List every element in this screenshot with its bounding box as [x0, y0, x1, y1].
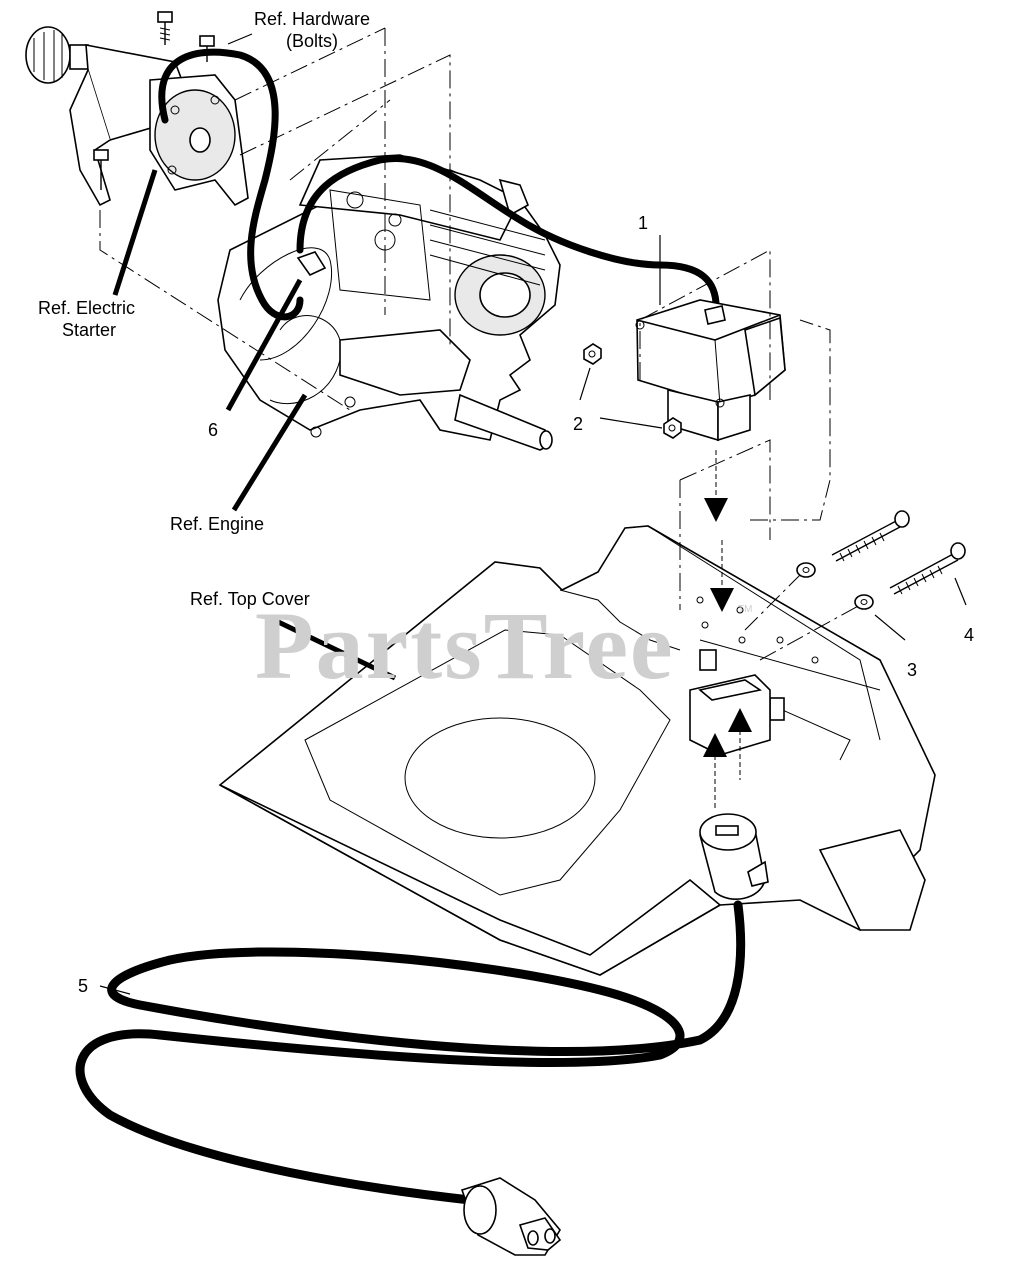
assembly-arrows — [703, 450, 752, 810]
label-ref-electric-1: Ref. Electric — [38, 298, 135, 318]
label-ref-hardware-1: Ref. Hardware — [254, 9, 370, 29]
nut-upper — [583, 343, 602, 365]
switch-box — [635, 299, 786, 442]
wire-clip — [296, 251, 327, 277]
screw-upper — [831, 510, 910, 562]
alignment-lines — [99, 27, 861, 661]
label-ref-electric-2: Starter — [62, 320, 116, 340]
starter-wire — [158, 48, 304, 321]
callout-4: 4 — [964, 625, 974, 645]
power-cord — [75, 813, 769, 1256]
label-ref-engine: Ref. Engine — [170, 514, 264, 534]
engine — [217, 154, 561, 451]
nut-lower — [663, 417, 682, 439]
washer-lower — [854, 594, 874, 610]
callout-5: 5 — [78, 976, 88, 996]
watermark-text: PartsTree — [255, 592, 675, 699]
label-ref-top-cover: Ref. Top Cover — [190, 589, 310, 609]
switch-wire — [296, 155, 720, 316]
watermark-tm: TM — [738, 604, 752, 615]
hardware-bolts — [93, 11, 215, 190]
callout-1: 1 — [638, 213, 648, 233]
label-ref-hardware-2: (Bolts) — [286, 31, 338, 51]
leader-lines — [99, 33, 967, 995]
washer-upper — [796, 562, 816, 578]
callout-3: 3 — [907, 660, 917, 680]
callout-2: 2 — [573, 414, 583, 434]
screw-lower — [889, 542, 966, 595]
receptacle-socket — [689, 674, 771, 756]
callout-6: 6 — [208, 420, 218, 440]
